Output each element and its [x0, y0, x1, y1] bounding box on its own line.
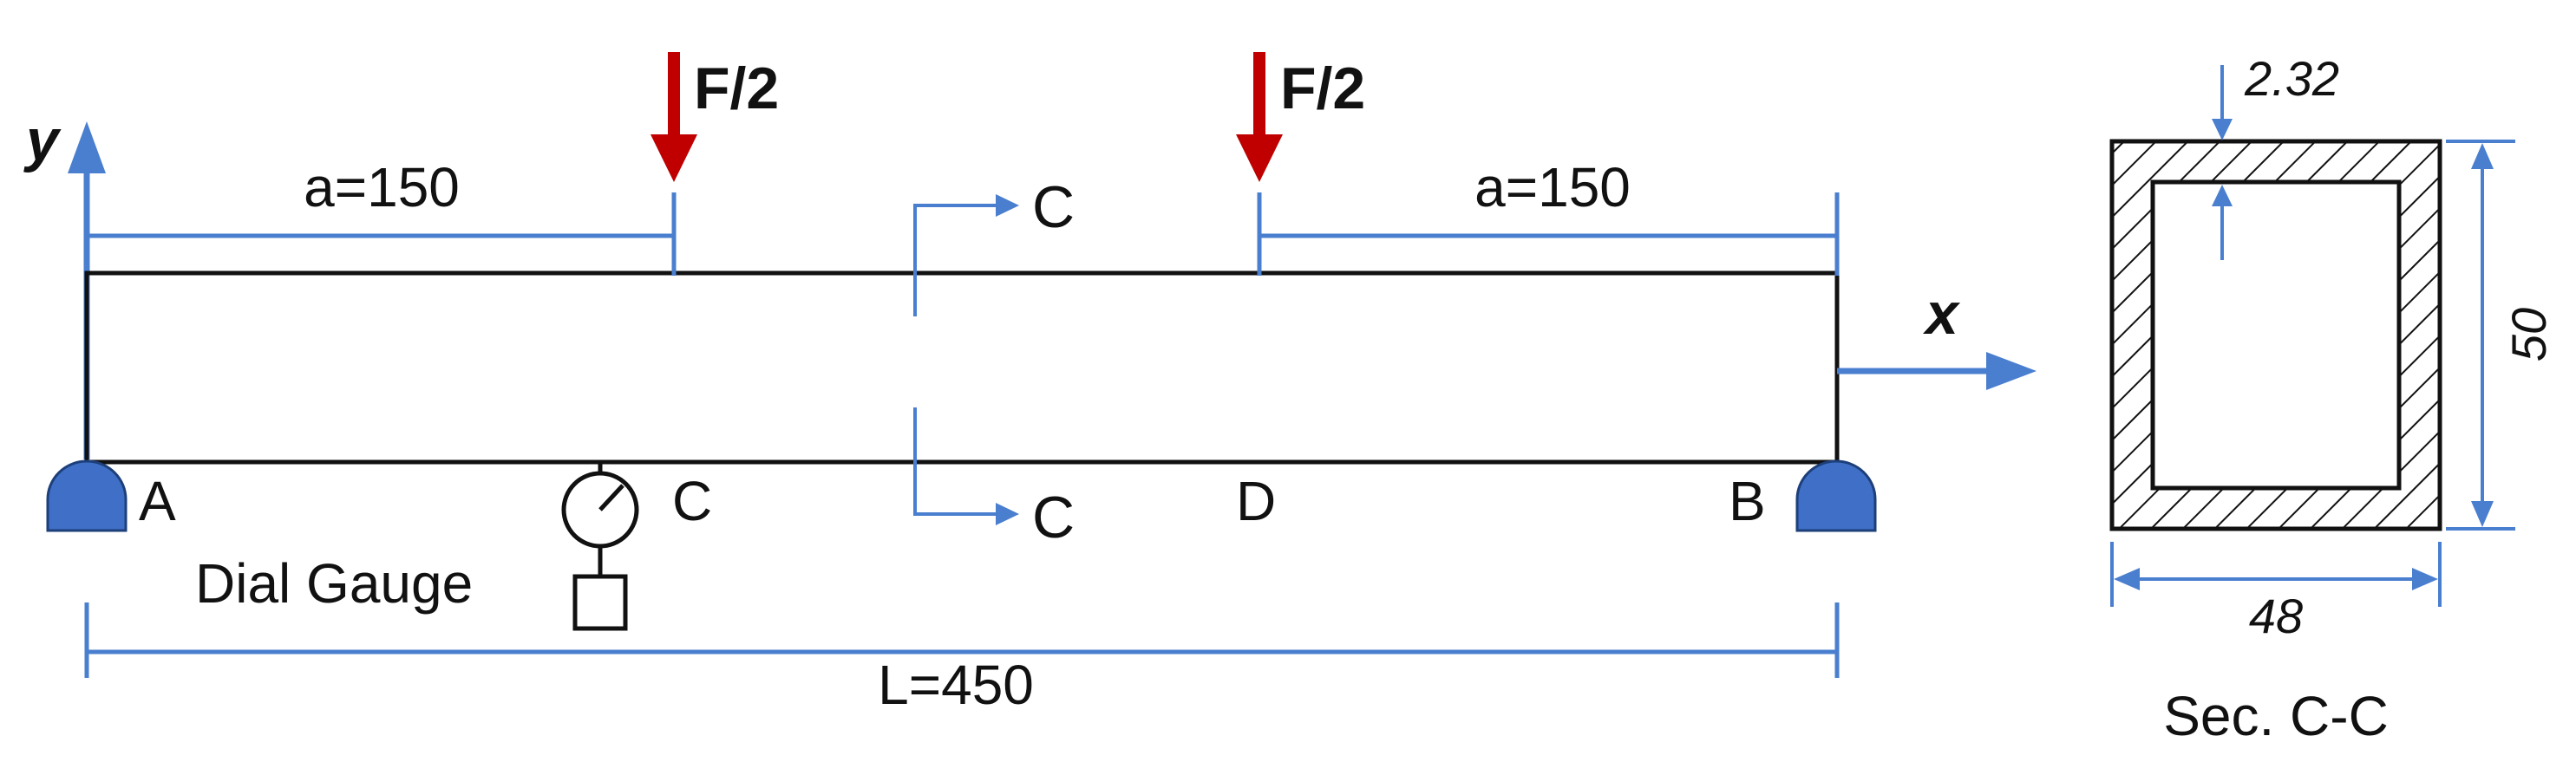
dimension-a-right	[1257, 192, 1840, 276]
x-axis-label: x	[1923, 281, 1961, 347]
dial-gauge-icon	[561, 462, 639, 631]
point-c-label: C	[672, 470, 712, 532]
pin-support-b	[1795, 459, 1877, 532]
support-a-label: A	[139, 470, 176, 532]
section-width-dimension	[2110, 542, 2442, 607]
dial-gauge-label: Dial Gauge	[195, 552, 473, 615]
wall-thickness-dimension	[2212, 65, 2233, 260]
dimension-length	[84, 602, 1840, 678]
dimension-a-left-label: a=150	[304, 156, 460, 218]
y-axis-label: y	[23, 107, 62, 173]
support-b-label: B	[1729, 470, 1766, 532]
section-cut-arrowhead-top	[996, 194, 1019, 217]
section-height-dimension	[2446, 140, 2515, 531]
point-d-label: D	[1236, 470, 1276, 532]
section-cut-arrowhead-bottom	[996, 503, 1019, 525]
pin-support-a	[46, 459, 127, 532]
dimension-a-left	[87, 192, 677, 276]
section-cut-marker-bottom	[913, 407, 1002, 516]
cross-section	[2109, 139, 2442, 531]
load-label-left: F/2	[694, 55, 779, 121]
wall-thickness-label: 2.32	[2244, 51, 2339, 106]
section-title: Sec. C-C	[2163, 685, 2389, 747]
load-label-right: F/2	[1280, 55, 1365, 121]
dimension-a-right-label: a=150	[1474, 156, 1631, 218]
load-arrow-right	[1236, 52, 1283, 182]
load-arrow-left	[651, 52, 697, 182]
section-width-label: 48	[2249, 589, 2303, 643]
x-axis-arrow	[1837, 352, 2037, 390]
section-cut-label-bottom: C	[1032, 485, 1075, 550]
section-cut-label-top: C	[1032, 174, 1075, 240]
dimension-length-label: L=450	[878, 654, 1034, 716]
section-height-label: 50	[2501, 308, 2556, 361]
beam	[84, 270, 1840, 465]
section-cut-marker-top	[913, 204, 1002, 316]
